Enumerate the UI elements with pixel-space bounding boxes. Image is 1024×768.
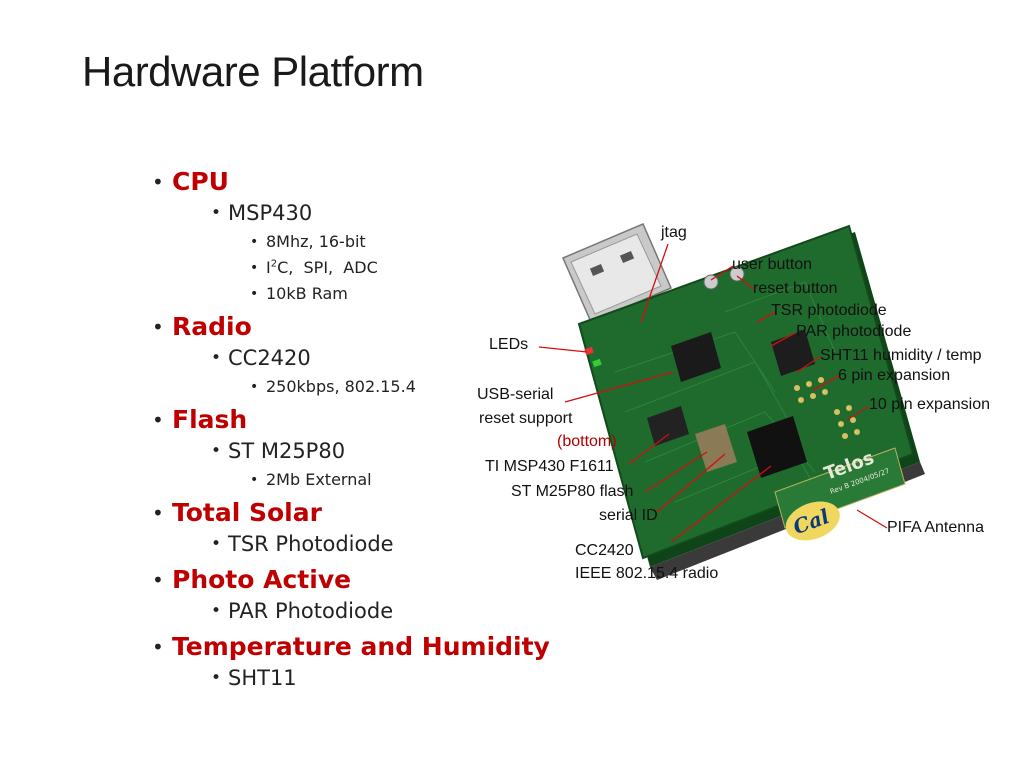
section-heading-temp-humidity: Temperature and Humidity	[152, 631, 550, 663]
item-par-photodiode: PAR Photodiode	[211, 596, 550, 627]
callout-lines	[538, 243, 888, 543]
label-reset-button: reset button	[753, 280, 838, 297]
label-flash: ST M25P80 flash	[511, 483, 634, 500]
label-ieee: IEEE 802.15.4 radio	[575, 565, 719, 582]
section-heading-radio: Radio	[152, 311, 550, 343]
label-10pin: 10 pin expansion	[869, 396, 990, 413]
pcb-board: Telos Rev B 2004/05/27 Cal	[577, 224, 925, 580]
label-6pin: 6 pin expansion	[838, 367, 951, 384]
section-heading-total-solar: Total Solar	[152, 497, 550, 529]
spec-ram: 10kB Ram	[250, 281, 550, 307]
telos-board-photo: Telos Rev B 2004/05/27 Cal	[475, 222, 1015, 587]
spec-interfaces: I2C, SPI, ADC	[250, 255, 550, 281]
section-heading-flash: Flash	[152, 404, 550, 436]
board-illustration: Telos Rev B 2004/05/27 Cal	[538, 223, 925, 580]
spec-clock: 8Mhz, 16-bit	[250, 229, 550, 255]
cal-logo: Cal	[785, 501, 840, 541]
label-bottom: (bottom)	[557, 433, 617, 450]
item-flash-chip: ST M25P80	[211, 436, 550, 467]
reset-button-icon	[729, 266, 745, 282]
spec-radio-rate: 250kbps, 802.15.4	[250, 374, 550, 400]
label-par-photodiode: PAR photodiode	[796, 323, 912, 340]
bullet-list: CPU MSP430 8Mhz, 16-bit I2C, SPI, ADC 10…	[152, 162, 550, 694]
label-user-button: user button	[732, 256, 813, 273]
label-serial-id: serial ID	[599, 507, 658, 524]
spec-flash-size: 2Mb External	[250, 467, 550, 493]
label-tsr-photodiode: TSR photodiode	[771, 302, 887, 319]
usb-connector	[562, 223, 672, 323]
item-sht11: SHT11	[211, 663, 550, 694]
section-heading-cpu: CPU	[152, 166, 550, 198]
label-jtag: jtag	[661, 224, 687, 241]
page-title: Hardware Platform	[82, 48, 424, 95]
usb-serial-chip	[671, 332, 721, 382]
label-usb-serial: USB-serial	[477, 386, 554, 403]
item-msp430: MSP430	[211, 198, 550, 229]
label-msp430: TI MSP430 F1611	[485, 458, 614, 475]
label-sht11: SHT11 humidity / temp	[820, 347, 982, 364]
cc2420-chip	[747, 416, 807, 478]
item-tsr-photodiode: TSR Photodiode	[211, 529, 550, 560]
label-leds: LEDs	[489, 336, 529, 353]
crystal	[695, 424, 737, 472]
label-reset-support: reset support	[479, 410, 573, 427]
item-cc2420: CC2420	[211, 343, 550, 374]
section-heading-photo-active: Photo Active	[152, 564, 550, 596]
label-pifa-antenna: PIFA Antenna	[887, 519, 984, 536]
label-cc2420: CC2420	[575, 542, 634, 559]
